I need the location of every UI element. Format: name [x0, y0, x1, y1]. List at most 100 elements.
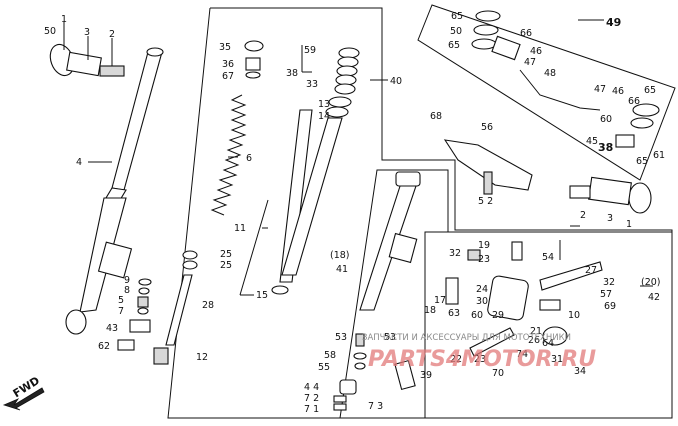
callout-46b: 46 — [612, 86, 624, 97]
callout-47b: 47 — [594, 84, 606, 95]
callout-23: 23 — [478, 254, 490, 265]
callout-13: 13 — [318, 99, 330, 110]
callout-31: 31 — [551, 354, 563, 365]
callout-54: 54 — [542, 252, 554, 263]
callout-2b: 2 — [580, 210, 586, 221]
callout-15: 15 — [256, 290, 268, 301]
main-assembly-frame — [167, 7, 673, 419]
fork-tube-left — [65, 47, 164, 335]
fwd-label: FWD — [11, 374, 42, 400]
callout-61: 61 — [653, 150, 665, 161]
master-cylinder-frame — [417, 4, 676, 181]
callout-17: 17 — [434, 295, 446, 306]
callout-22: 22 — [450, 354, 462, 365]
left-slider-frame — [339, 169, 449, 419]
callout-38b: 38 — [598, 141, 613, 154]
callout-21: 21 — [530, 326, 542, 337]
cap-stack — [244, 40, 264, 79]
callout-52: 5 2 — [478, 196, 493, 207]
callout-43: 43 — [106, 323, 118, 334]
callout-23b: 23 — [474, 354, 486, 365]
callout-70: 70 — [492, 368, 504, 379]
leader-lines — [63, 19, 653, 296]
callout-19: 19 — [478, 240, 490, 251]
callout-68: 68 — [430, 111, 442, 122]
callout-53b: 53 — [384, 332, 396, 343]
callout-1b: 1 — [626, 219, 632, 230]
bracket-52 — [443, 139, 533, 195]
callout-65b: 65 — [448, 40, 460, 51]
damper-assembly-28 — [153, 250, 198, 365]
callout-26: 26 — [528, 335, 540, 346]
caliper-assembly — [445, 241, 603, 357]
watermark-line2: PARTS4MOTOR.RU — [368, 347, 596, 372]
mount-bracket-top-left — [49, 43, 125, 77]
callout-73: 7 3 — [368, 401, 383, 412]
callout-47: 47 — [524, 57, 536, 68]
callout-71: 7 1 — [304, 404, 319, 415]
callout-36: 36 — [222, 59, 234, 70]
callout-1: 1 — [61, 14, 67, 25]
callout-8: 8 — [124, 285, 130, 296]
fork-spring — [210, 94, 247, 216]
callout-65c: 65 — [644, 85, 656, 96]
callout-27: 27 — [585, 265, 597, 276]
callout-25a: 25 — [220, 249, 232, 260]
callout-29: 29 — [492, 310, 504, 321]
callout-39: 39 — [420, 370, 432, 381]
callout-18: (18) — [330, 250, 350, 261]
callout-59: 59 — [304, 45, 316, 56]
callout-60b: 60 — [471, 310, 483, 321]
callout-65a: 65 — [451, 11, 463, 22]
callout-48: 48 — [544, 68, 556, 79]
callout-67: 67 — [222, 71, 234, 82]
callout-5: 5 — [118, 295, 124, 306]
callout-44: 4 4 — [304, 382, 319, 393]
callout-25b: 25 — [220, 260, 232, 271]
callout-24: 24 — [476, 284, 488, 295]
left-slider — [359, 171, 421, 311]
callout-40: 40 — [390, 76, 402, 87]
callout-30: 30 — [476, 296, 488, 307]
inner-tube — [281, 47, 360, 276]
callout-45: 45 — [586, 136, 598, 147]
callout-3: 3 — [84, 27, 90, 38]
callout-53a: 53 — [335, 332, 347, 343]
callout-50: 50 — [44, 26, 56, 37]
small-parts-left — [117, 278, 152, 351]
watermark-line1: ЗАПЧАСТИ И АКСЕССУАРЫ ДЛЯ МОТОТЕХНИКИ — [362, 333, 571, 343]
callout-6: 6 — [246, 153, 252, 164]
callout-66: 66 — [520, 28, 532, 39]
callout-74: 74 — [516, 349, 528, 360]
callout-64: 64 — [542, 338, 554, 349]
mount-bracket-right — [569, 176, 652, 214]
callout-2: 2 — [109, 29, 115, 40]
callout-12: 12 — [196, 352, 208, 363]
callout-41: 41 — [336, 264, 348, 275]
fwd-arrow — [2, 387, 45, 411]
callout-7: 7 — [118, 306, 124, 317]
callout-49: 49 — [606, 16, 621, 29]
callout-55: 55 — [318, 362, 330, 373]
callout-18b: 18 — [424, 305, 436, 316]
callout-11: 11 — [234, 223, 246, 234]
callout-66b: 66 — [628, 96, 640, 107]
callout-46: 46 — [530, 46, 542, 57]
callout-33: 33 — [306, 79, 318, 90]
bottom-small-parts — [333, 333, 416, 411]
callout-72: 7 2 — [304, 393, 319, 404]
callout-32a: 32 — [449, 248, 461, 259]
callout-32b: 32 — [603, 277, 615, 288]
callout-4: 4 — [76, 157, 82, 168]
callout-35: 35 — [219, 42, 231, 53]
master-cylinder — [471, 10, 660, 148]
callout-57: 57 — [600, 289, 612, 300]
callout-56: 56 — [481, 122, 493, 133]
callout-38: 38 — [286, 68, 298, 79]
callout-42: 42 — [648, 292, 660, 303]
callout-62: 62 — [98, 341, 110, 352]
callout-3b: 3 — [607, 213, 613, 224]
callout-63: 63 — [448, 308, 460, 319]
callout-9: 9 — [124, 275, 130, 286]
